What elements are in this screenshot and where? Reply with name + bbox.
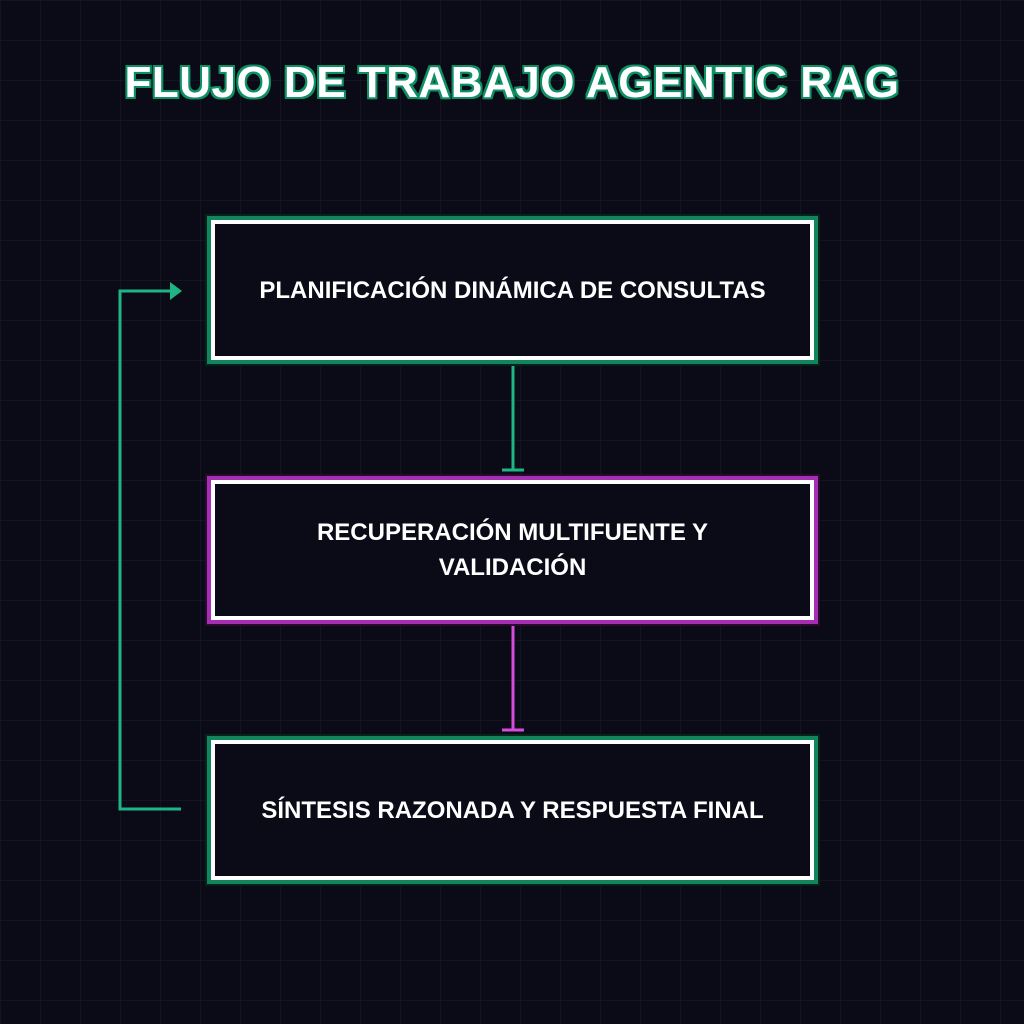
node-reasoned-synthesis[interactable]: SÍNTESIS RAZONADA Y RESPUESTA FINAL: [211, 740, 814, 880]
diagram-title: FLUJO DE TRABAJO AGENTIC RAG: [124, 58, 900, 107]
arrow-plan-to-retrieval: [502, 362, 524, 472]
node-multisource-retrieval-label: RECUPERACIÓN MULTIFUENTE Y VALIDACIÓN: [316, 519, 709, 581]
node-multisource-retrieval[interactable]: RECUPERACIÓN MULTIFUENTE Y VALIDACIÓN: [211, 480, 814, 620]
node-query-planning[interactable]: PLANIFICACIÓN DINÁMICA DE CONSULTAS: [211, 220, 814, 360]
feedback-loop-arrow: [118, 282, 182, 811]
arrow-retrieval-to-synthesis: [502, 622, 524, 732]
node-query-planning-label: PLANIFICACIÓN DINÁMICA DE CONSULTAS: [259, 276, 766, 304]
node-reasoned-synthesis-label: SÍNTESIS RAZONADA Y RESPUESTA FINAL: [261, 796, 764, 824]
